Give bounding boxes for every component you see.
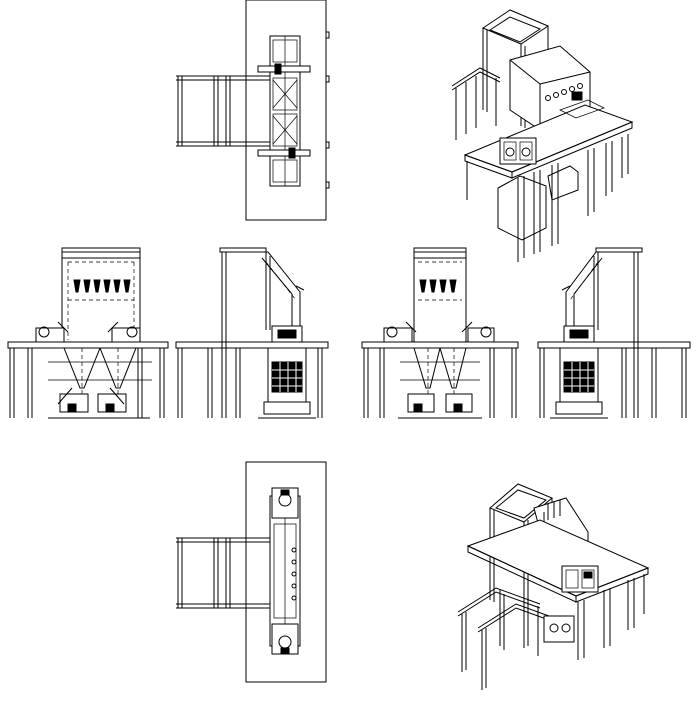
top-view-upper (176, 0, 330, 221)
front-view-left (7, 247, 169, 419)
side-view-left (175, 247, 329, 419)
side-view-right (537, 247, 691, 419)
top-view-lower (176, 461, 327, 683)
isometric-view-upper (451, 9, 634, 262)
front-view-right (361, 247, 519, 419)
isometric-view-lower (457, 483, 650, 690)
